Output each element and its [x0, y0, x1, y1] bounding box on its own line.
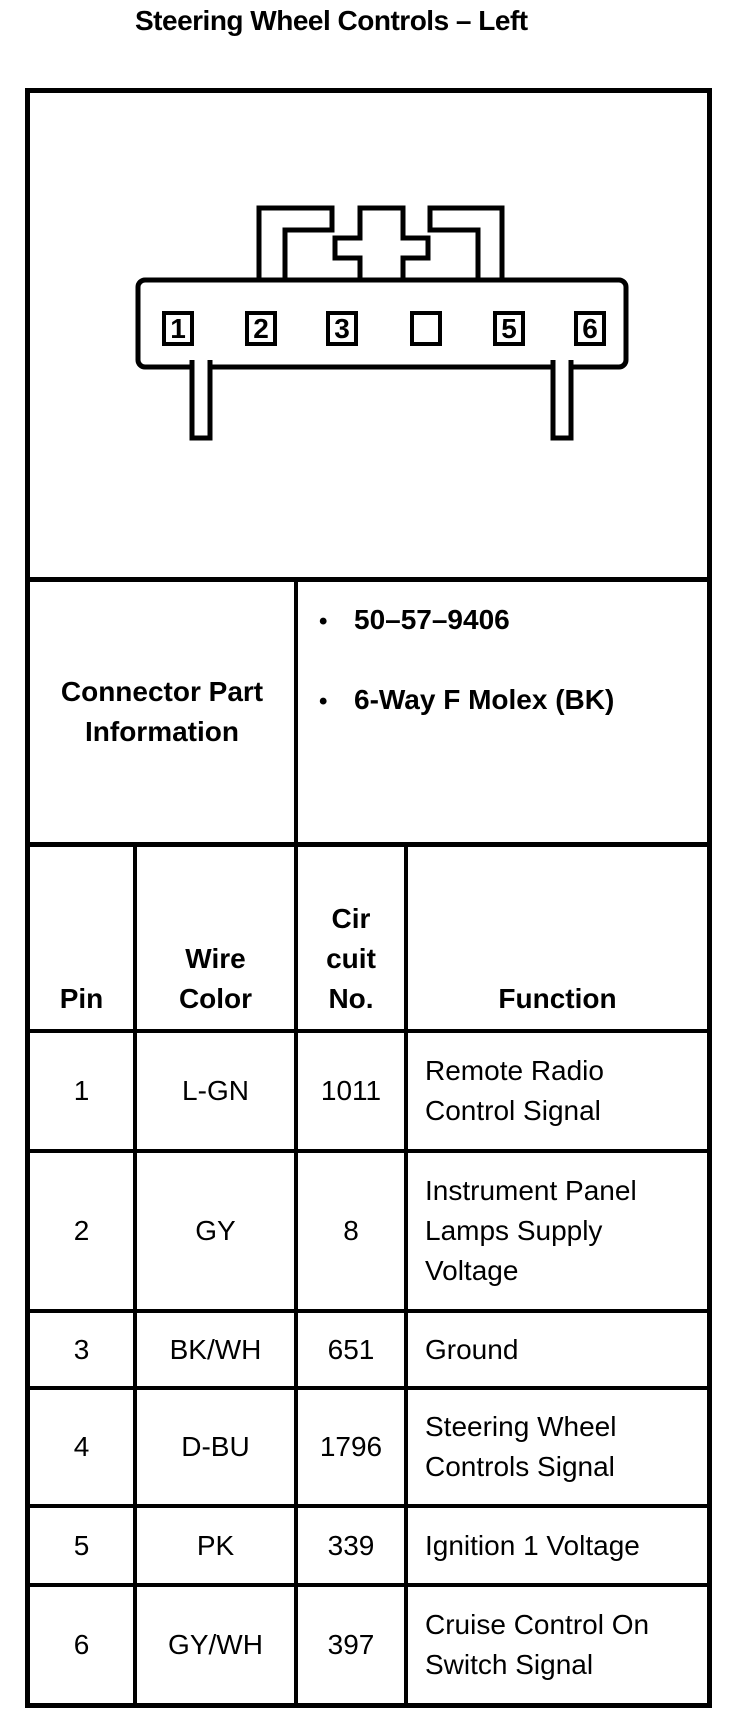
info-label-line2: Information	[85, 716, 239, 747]
connector-key-tab-left	[256, 205, 335, 282]
table-cell-pin: 6	[30, 1587, 137, 1703]
table-cell-function: Steering Wheel Controls Signal	[408, 1390, 707, 1508]
table-cell-pin: 2	[30, 1153, 137, 1313]
connector-leg-right	[550, 360, 574, 441]
table-cell-wire-color: GY	[137, 1153, 298, 1313]
table-cell-function: Ground	[408, 1313, 707, 1390]
pin-cavity-label-3: 3	[334, 313, 350, 344]
connector-part-number: 50–57–9406	[354, 604, 510, 635]
pin-cavity-square-3	[326, 311, 358, 346]
connector-part-information-values: • 50–57–9406 • 6-Way F Molex (BK)	[298, 582, 707, 847]
pin-cavity-label-6: 6	[582, 313, 598, 344]
pin-cavity-label-1: 1	[170, 313, 186, 344]
table-cell-circuit-no: 397	[298, 1587, 408, 1703]
table-cell-wire-color: BK/WH	[137, 1313, 298, 1390]
col-header-circuit-no: Cir cuit No.	[298, 847, 408, 1033]
info-label-line1: Connector Part	[60, 676, 264, 707]
table-cell-wire-color: PK	[137, 1508, 298, 1587]
pin-cavity-label-2: 2	[253, 313, 269, 344]
connector-diagram: 1 2 3 5 6	[135, 205, 629, 441]
table-cell-function: Cruise Control On Switch Signal	[425, 1609, 650, 1680]
bullet-icon: •	[319, 688, 328, 715]
pin-cavity-square-5	[493, 311, 525, 346]
col-header-wire-color-label: Wire Color	[178, 943, 253, 1014]
table-cell-wire-color: L-GN	[137, 1033, 298, 1153]
table-cell-pin: 4	[30, 1390, 137, 1508]
table-cell-wire-color: D-BU	[137, 1390, 298, 1508]
connector-type: 6-Way F Molex (BK)	[354, 684, 615, 715]
table-cell-pin: 1	[30, 1033, 137, 1153]
col-header-circuit-no-label: Cir cuit No.	[326, 903, 376, 1014]
pin-cavity-square-1	[162, 311, 194, 346]
page-title: Steering Wheel Controls – Left	[135, 5, 528, 36]
pin-cavity-square-2	[245, 311, 277, 346]
col-header-function: Function	[408, 847, 707, 1033]
table-cell-circuit-no: 8	[298, 1153, 408, 1313]
col-header-function-label: Function	[498, 983, 617, 1014]
connector-body-outline	[135, 277, 629, 370]
pin-cavity-square-4	[410, 311, 442, 346]
connector-figure-cell: 1 2 3 5 6	[30, 93, 707, 582]
col-header-wire-color: Wire Color	[137, 847, 298, 1033]
connector-doc-table: 1 2 3 5 6 Connector Part Information • 5…	[25, 88, 712, 1708]
connector-key-cross	[332, 205, 431, 282]
table-cell-function: Instrument Panel Lamps Supply Voltage	[408, 1153, 707, 1313]
table-cell-pin: 5	[30, 1508, 137, 1587]
table-cell-circuit-no: 339	[298, 1508, 408, 1587]
connector-key-tab-right	[427, 205, 505, 282]
connector-leg-left	[189, 360, 213, 441]
col-header-pin-label: Pin	[59, 983, 104, 1014]
pin-cavity-square-6	[574, 311, 606, 346]
table-cell-function: Ignition 1 Voltage	[408, 1508, 707, 1587]
table-cell-circuit-no: 1796	[298, 1390, 408, 1508]
bullet-icon: •	[319, 608, 328, 635]
list-item: • 6-Way F Molex (BK)	[298, 680, 707, 722]
pin-cavity-label-5: 5	[501, 313, 517, 344]
table-cell-pin: 3	[30, 1313, 137, 1390]
table-cell-circuit-no: 651	[298, 1313, 408, 1390]
list-item: • 50–57–9406	[298, 600, 707, 642]
table-cell-circuit-no: 1011	[298, 1033, 408, 1153]
table-cell-function: Remote Radio Control Signal	[408, 1033, 707, 1153]
table-cell-wire-color: GY/WH	[137, 1587, 298, 1703]
connector-part-information-label: Connector Part Information	[30, 582, 298, 847]
col-header-pin: Pin	[30, 847, 137, 1033]
